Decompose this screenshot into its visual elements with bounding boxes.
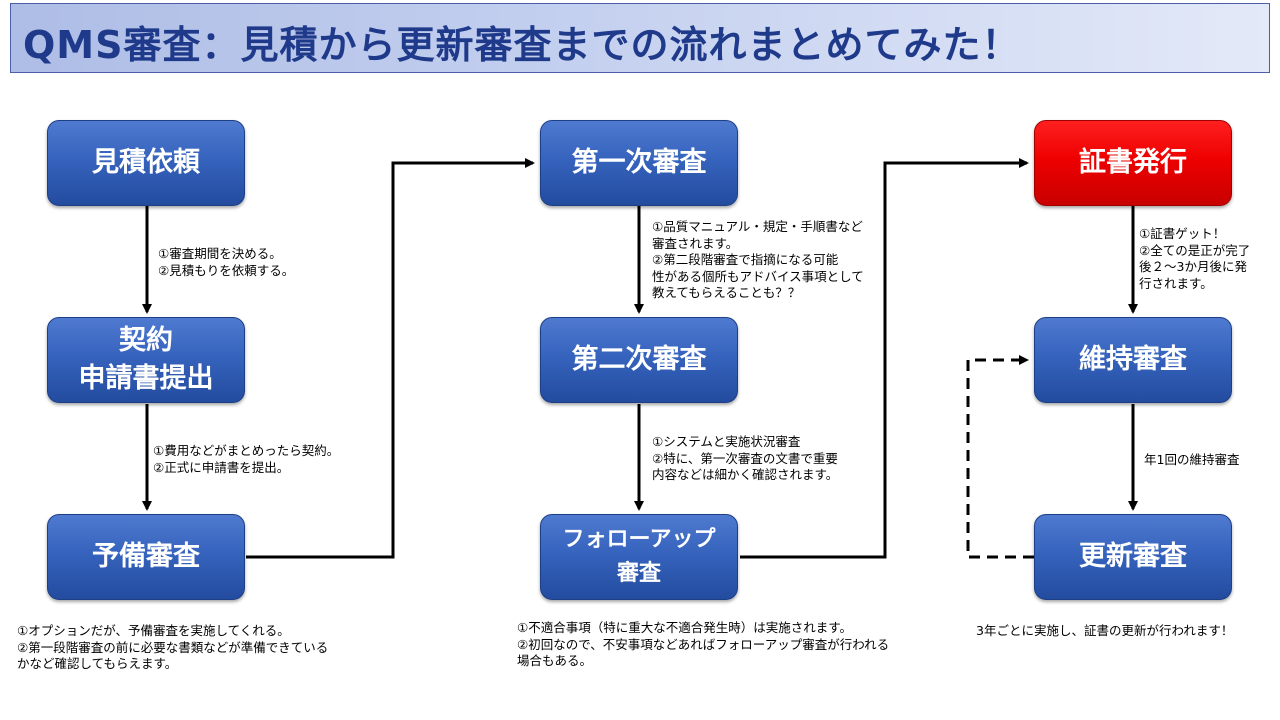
note-maintenance-to-renewal: 年1回の維持審査	[1144, 452, 1240, 467]
note-stage1-to-stage2: ①品質マニュアル・規定・手順書など 審査されます。 ②第二段階審査で指摘になる可…	[652, 219, 864, 300]
note-contract-to-preliminary: ①費用などがまとめったら契約。 ②正式に申請書を提出。	[153, 443, 340, 475]
arrow-followup-certificate	[740, 158, 1029, 559]
node-followup-audit: フォローアップ 審査	[540, 514, 738, 600]
arrow-preliminary-stage1	[246, 158, 535, 559]
note-stage2-to-followup: ①システムと実施状況審査 ②特に、第一次審査の文書で重要 内容などは細かく確認さ…	[652, 434, 839, 482]
node-certificate-issue: 証書発行	[1034, 120, 1232, 206]
note-estimate-to-contract: ①審査期間を決める。 ②見積もりを依頼する。	[158, 246, 295, 278]
node-contract-application: 契約 申請書提出	[47, 317, 245, 403]
title-banner: QMS審査：見積から更新審査までの流れまとめてみた！	[10, 3, 1270, 73]
note-followup: ①不適合事項（特に重大な不適合発生時）は実施されます。 ②初回なので、不安事項な…	[517, 620, 890, 668]
node-renewal-audit: 更新審査	[1034, 514, 1232, 600]
arrow-renewal-maintenance-loop	[966, 355, 1034, 559]
node-preliminary-audit: 予備審査	[47, 514, 245, 600]
note-preliminary: ①オプションだが、予備審査を実施してくれる。 ②第一段階審査の前に必要な書類など…	[17, 623, 329, 671]
node-estimate-request: 見積依頼	[47, 120, 245, 206]
node-maintenance-audit: 維持審査	[1034, 317, 1232, 403]
node-stage1-audit: 第一次審査	[540, 120, 738, 206]
node-stage2-audit: 第二次審査	[540, 317, 738, 403]
note-renewal: 3年ごとに実施し、証書の更新が行われます！	[976, 623, 1234, 638]
page-title: QMS審査：見積から更新審査までの流れまとめてみた！	[23, 23, 1021, 67]
note-certificate-to-maintenance: ①証書ゲット！ ②全ての是正が完了 後２～3か月後に発 行されます。	[1139, 226, 1251, 291]
